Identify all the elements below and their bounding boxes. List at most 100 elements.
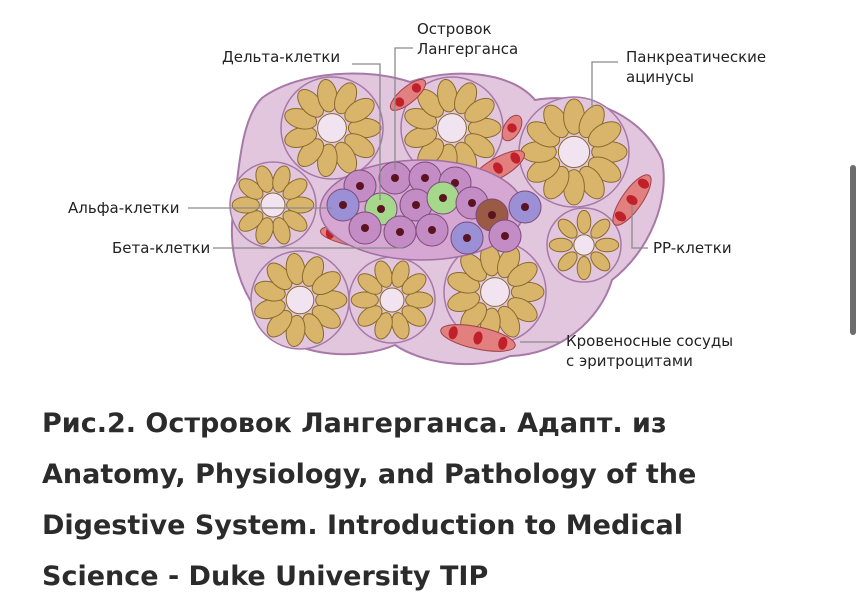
erythrocyte (626, 194, 638, 206)
erythrocyte (394, 97, 405, 107)
label-vessels-line1: Кровеносные сосуды (566, 332, 733, 350)
acinar-cell (595, 237, 620, 253)
acinus-lumen (573, 234, 595, 256)
acinar-cell (391, 260, 410, 288)
acinar-cell (374, 312, 393, 340)
erythrocyte (493, 162, 503, 174)
acinar-cell (255, 165, 274, 193)
acinar-cell (231, 196, 260, 214)
erythrocyte (507, 123, 517, 133)
alpha-cell (326, 188, 360, 222)
label-vessels-line2: с эритроцитами (566, 352, 693, 370)
scrollbar-thumb[interactable] (850, 165, 856, 335)
alpha-cell (450, 221, 484, 255)
delta-cell (426, 181, 460, 215)
acinar-cell (272, 217, 291, 245)
leader-pp (631, 205, 648, 249)
label-islet-line1: Островок (417, 20, 492, 38)
acinar-cell (238, 210, 264, 232)
label-acini-line1: Панкреатические (626, 48, 766, 66)
acinar-cell (401, 273, 427, 295)
figure-caption: Рис.2. Островок Лангерганса. Адапт. из A… (42, 398, 832, 602)
cell-nucleus (488, 211, 496, 219)
acinar-cell (401, 305, 427, 327)
acinar-cell (357, 305, 383, 327)
cell-nucleus (361, 224, 369, 232)
acinus-lumen (285, 285, 315, 315)
acinus-lumen (379, 287, 405, 313)
acinar-cell (311, 271, 341, 296)
islet-cells-group (326, 161, 542, 255)
beta-cell (399, 188, 433, 222)
cell-nucleus (521, 203, 529, 211)
islet-diagram: Островок Лангерганса Дельта-клетки Панкр… (68, 20, 766, 370)
caption-line: Рис.2. Островок Лангерганса. Адапт. из (42, 408, 667, 439)
blood-vessel (389, 79, 427, 111)
blood-vessel (501, 114, 523, 142)
acinus (518, 96, 630, 208)
acinar-cell (350, 291, 379, 309)
beta-cell (383, 215, 417, 249)
acinar-cell (464, 97, 495, 123)
acinus (546, 207, 622, 283)
acinus (348, 256, 436, 344)
caption-line: Science - Duke University TIP (42, 561, 489, 592)
label-pp-cells: PP-клетки (653, 239, 732, 257)
caption-line: Anatomy, Physiology, and Pathology of th… (42, 459, 697, 490)
cell-nucleus (391, 174, 399, 182)
erythrocyte (448, 326, 458, 340)
caption-line: Digestive System. Introduction to Medica… (42, 510, 683, 541)
erythrocyte (498, 336, 508, 350)
cell-nucleus (356, 182, 364, 190)
acinus (250, 250, 350, 350)
acinus (280, 76, 384, 180)
cell-nucleus (421, 174, 429, 182)
cell-nucleus (463, 234, 471, 242)
erythrocyte (614, 211, 627, 222)
beta-cell (348, 211, 382, 245)
erythrocyte (411, 83, 422, 93)
cell-nucleus (501, 232, 509, 240)
acinar-cell (286, 196, 315, 214)
label-beta-cells: Бета-клетки (112, 239, 210, 257)
blood-vessel (440, 324, 516, 352)
acinus-lumen (437, 113, 467, 143)
erythrocyte (510, 152, 521, 164)
blood-vessel (612, 174, 652, 226)
acinar-cell (590, 218, 611, 239)
leader-delta (352, 63, 381, 200)
cell-nucleus (439, 194, 447, 202)
label-alpha-cells: Альфа-клетки (68, 199, 180, 217)
label-islet-line2: Лангерганса (417, 40, 518, 58)
cell-nucleus (377, 205, 385, 213)
cell-nucleus (428, 226, 436, 234)
acinar-cell (272, 165, 291, 193)
acinar-cell (344, 97, 375, 123)
acinar-cell (255, 217, 274, 245)
leader-islet (394, 47, 413, 170)
erythrocyte (637, 178, 650, 189)
label-acini-line2: ацинусы (626, 68, 694, 86)
alpha-cell (508, 190, 542, 224)
acinar-cell (557, 251, 578, 272)
acini-group (229, 76, 630, 350)
acinar-cell (507, 261, 538, 287)
acinar-cell (587, 121, 622, 148)
acinar-cell (391, 312, 410, 340)
cell-nucleus (339, 201, 347, 209)
acinar-cell (238, 178, 264, 200)
acinar-cell (557, 218, 578, 239)
acinar-cell (576, 256, 592, 281)
acinar-cell (282, 178, 308, 200)
acinar-cell (374, 260, 393, 288)
acinar-cell (357, 273, 383, 295)
acinus-lumen (480, 277, 510, 307)
beta-cell (488, 219, 522, 253)
acinar-cell (576, 209, 592, 234)
acinus-lumen (317, 113, 347, 143)
beta-cell (415, 213, 449, 247)
label-delta-cells: Дельта-клетки (222, 48, 340, 66)
acinus (400, 76, 504, 180)
acinar-cell (282, 210, 308, 232)
acinar-cell (590, 251, 611, 272)
